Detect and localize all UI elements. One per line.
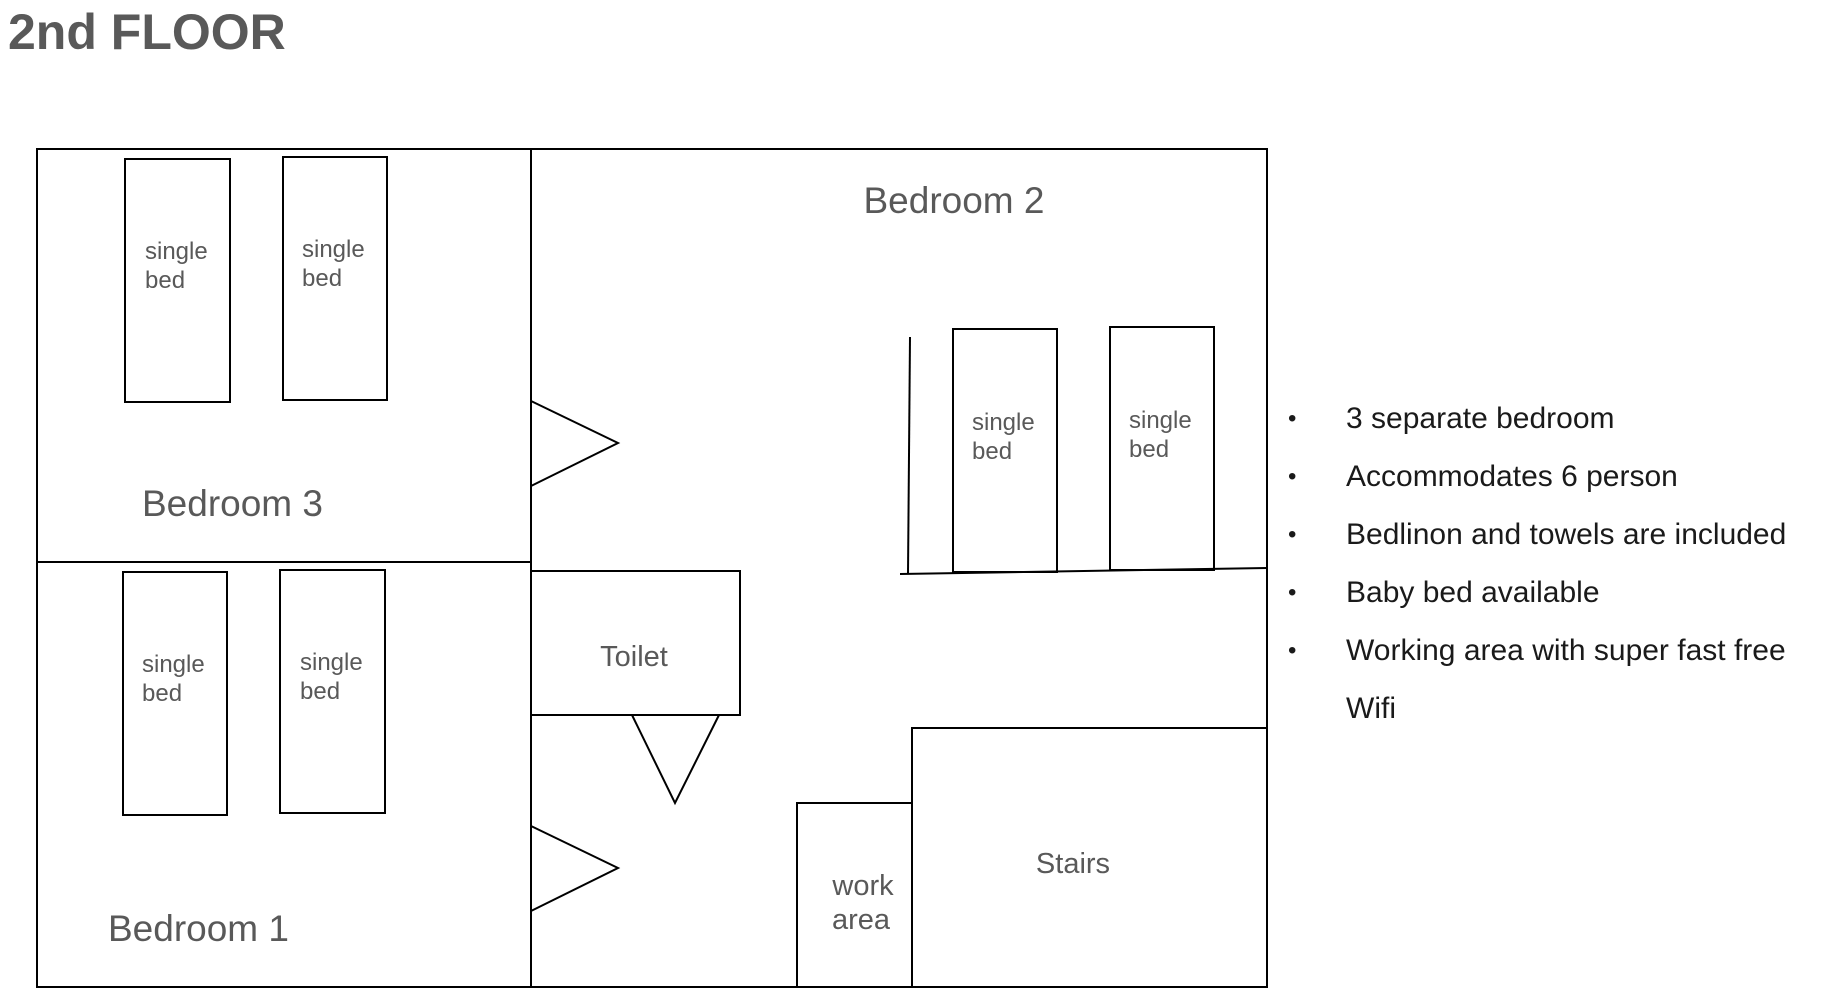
door-bedroom-3 — [530, 400, 621, 487]
feature-item: Working area with super fast free Wifi — [1288, 622, 1823, 738]
floor-title: 2nd FLOOR — [8, 4, 286, 60]
label-bedroom-3: Bedroom 3 — [142, 483, 323, 524]
bed-label-line-2: bed — [142, 680, 182, 707]
label-work-area-line-1: work — [831, 870, 894, 902]
bed-label-line-2: bed — [145, 267, 185, 294]
bed-label-line-2: bed — [302, 265, 342, 292]
label-bedroom-1: Bedroom 1 — [108, 908, 289, 949]
door-toilet — [631, 714, 720, 806]
bed-label-line-1: single — [972, 409, 1035, 436]
bed-label-line-1: single — [1129, 407, 1192, 434]
bed-bedroom-3-a — [124, 158, 231, 403]
label-stairs: Stairs — [1036, 848, 1110, 880]
bed-label-line-2: bed — [300, 678, 340, 705]
bed-bedroom-1-b — [279, 569, 386, 814]
room-toilet — [530, 570, 741, 716]
bed-bedroom-1-a — [122, 571, 228, 816]
bedroom-2-wall-vertical — [907, 336, 911, 575]
bed-label-line-1: single — [145, 238, 208, 265]
feature-item: 3 separate bedroom — [1288, 390, 1823, 448]
bed-label-line-1: single — [302, 236, 365, 263]
bed-label-line-1: single — [300, 649, 363, 676]
feature-item: Accommodates 6 person — [1288, 448, 1823, 506]
label-bedroom-2: Bedroom 2 — [864, 180, 1045, 221]
features-list: 3 separate bedroom Accommodates 6 person… — [1288, 390, 1823, 738]
room-stairs — [911, 727, 1268, 988]
bed-label-line-2: bed — [972, 438, 1012, 465]
bed-label-line-1: single — [142, 651, 205, 678]
feature-item: Bedlinon and towels are included — [1288, 506, 1823, 564]
bed-label-line-2: bed — [1129, 436, 1169, 463]
feature-item: Baby bed available — [1288, 564, 1823, 622]
label-work-area-line-2: area — [832, 904, 891, 936]
bed-bedroom-3-b — [282, 156, 388, 401]
bedroom-2-wall-horizontal — [899, 567, 1268, 575]
room-bedroom-1 — [36, 561, 532, 988]
door-bedroom-1 — [530, 825, 621, 912]
label-toilet: Toilet — [600, 641, 668, 673]
